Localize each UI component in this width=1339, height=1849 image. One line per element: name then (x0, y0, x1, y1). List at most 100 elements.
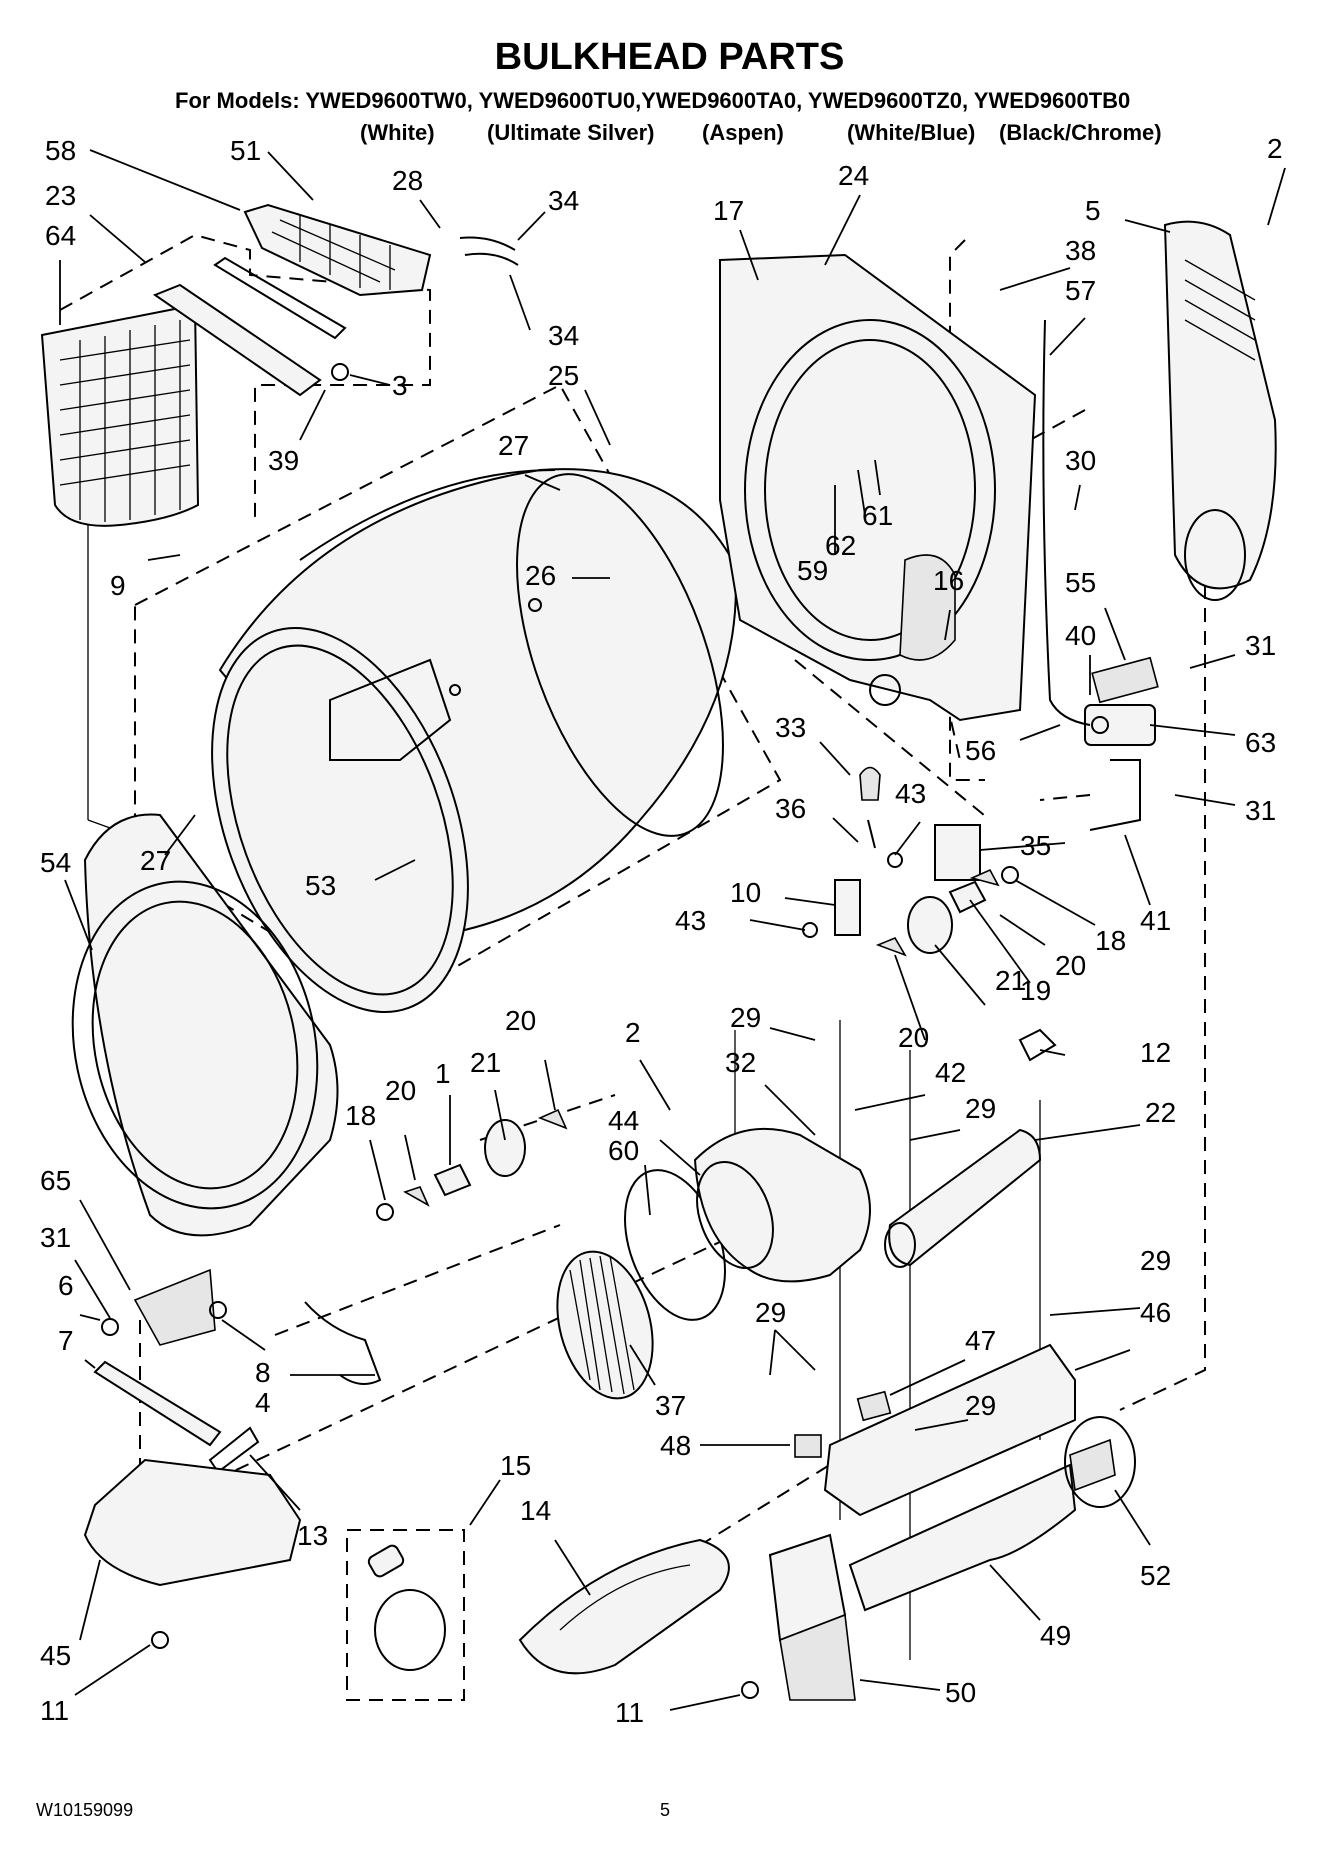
callout-number: 13 (297, 1520, 328, 1551)
document-number: W10159099 (36, 1800, 134, 1820)
callout-number: 32 (725, 1047, 756, 1078)
callout-number: 34 (548, 320, 579, 351)
roller-axle-part (875, 866, 1019, 957)
clip-part (1018, 1028, 1057, 1062)
callout-number: 11 (615, 1697, 644, 1728)
callout-number: 19 (1020, 975, 1051, 1006)
callout-number: 28 (392, 165, 423, 196)
callout-number: 42 (935, 1057, 966, 1088)
callout-number: 20 (1055, 950, 1086, 981)
callout-number: 1 (435, 1058, 451, 1089)
door-switch-part (93, 1268, 382, 1474)
callout-number: 57 (1065, 275, 1096, 306)
callout-number: 24 (838, 160, 869, 191)
page-number: 5 (660, 1800, 671, 1820)
callout-number: 12 (1140, 1037, 1171, 1068)
callout-number: 58 (45, 135, 76, 166)
variant-label: (White) (360, 120, 435, 145)
variant-label: (Black/Chrome) (999, 120, 1162, 145)
callout-number: 65 (40, 1165, 71, 1196)
heater-duct-part (884, 1128, 1042, 1268)
callout-number: 36 (775, 793, 806, 824)
callout-number: 26 (525, 560, 556, 591)
callout-number: 33 (775, 712, 806, 743)
callout-number: 16 (933, 565, 964, 596)
callout-number: 18 (1095, 925, 1126, 956)
heater-box-part (823, 1343, 1136, 1612)
callout-number: 41 (1140, 905, 1171, 936)
callout-number: 21 (470, 1047, 501, 1078)
callout-number: 47 (965, 1325, 996, 1356)
variant-label: (Ultimate Silver) (487, 120, 655, 145)
front-panel-base-part (83, 1458, 302, 1649)
shield-part (1069, 1438, 1116, 1492)
callout-number: 31 (40, 1222, 71, 1253)
water-valve-part (1042, 319, 1159, 831)
callout-number: 55 (1065, 567, 1096, 598)
callout-number: 10 (730, 877, 761, 908)
variant-label: (White/Blue) (847, 120, 976, 145)
callout-number: 49 (1040, 1620, 1071, 1651)
callout-number: 44 (608, 1105, 639, 1136)
callout-number: 54 (40, 847, 71, 878)
callout-number: 29 (1140, 1245, 1171, 1276)
callout-number: 56 (965, 735, 996, 766)
callout-number: 23 (45, 180, 76, 211)
callout-number: 43 (675, 905, 706, 936)
callout-number: 61 (862, 500, 893, 531)
callout-number: 48 (660, 1430, 691, 1461)
callout-number: 53 (305, 870, 336, 901)
lint-grille-part (243, 203, 432, 297)
callout-leaders (59, 149, 1286, 1711)
bracket-part (741, 1533, 856, 1701)
callout-number: 18 (345, 1100, 376, 1131)
callout-number: 45 (40, 1640, 71, 1671)
callout-number: 31 (1245, 630, 1276, 661)
callout-number: 34 (548, 185, 579, 216)
rear-bulkhead-part (719, 253, 1037, 722)
front-bulkhead-part (71, 813, 339, 1237)
callout-number: 40 (1065, 620, 1096, 651)
callout-number: 2 (1267, 133, 1283, 164)
callout-number: 21 (995, 965, 1026, 996)
roller-axle-part (376, 1108, 568, 1221)
callout-number: 59 (797, 555, 828, 586)
callout-number: 27 (140, 845, 171, 876)
callout-number: 9 (110, 570, 126, 601)
callout-number: 50 (945, 1677, 976, 1708)
callout-number: 8 (255, 1357, 271, 1388)
callout-number: 4 (255, 1387, 271, 1418)
variant-label: (Aspen) (702, 120, 784, 145)
callout-number: 14 (520, 1495, 551, 1526)
lint-filter-housing-part (152, 256, 349, 397)
blower-housing-part (693, 1127, 871, 1283)
drum-part (211, 468, 737, 1014)
callout-number: 25 (548, 360, 579, 391)
callout-number: 27 (498, 430, 529, 461)
callout-number: 60 (608, 1135, 639, 1166)
vent-duct-part (1163, 220, 1277, 601)
callout-numbers: 58 51 28 34 34 23 64 3 39 25 27 26 27 53… (40, 133, 1283, 1728)
callout-number: 15 (500, 1450, 531, 1481)
callout-number: 5 (1085, 195, 1101, 226)
heater-element-part (518, 1538, 730, 1675)
callout-number: 43 (895, 778, 926, 809)
callout-number: 29 (965, 1390, 996, 1421)
callout-number: 62 (825, 530, 856, 561)
callout-number: 63 (1245, 727, 1276, 758)
callout-number: 29 (730, 1002, 761, 1033)
callout-number: 11 (40, 1695, 69, 1726)
callout-number: 39 (268, 445, 299, 476)
wire-harness-part (367, 1544, 446, 1671)
models-line: For Models: YWED9600TW0, YWED9600TU0,YWE… (175, 88, 1131, 113)
callout-number: 2 (625, 1017, 641, 1048)
callout-number: 20 (898, 1022, 929, 1053)
lint-screen-part (40, 303, 200, 527)
page-title: BULKHEAD PARTS (494, 36, 845, 78)
callout-number: 52 (1140, 1560, 1171, 1591)
callout-number: 6 (58, 1270, 74, 1301)
callout-number: 17 (713, 195, 744, 226)
callout-number: 35 (1020, 830, 1051, 861)
